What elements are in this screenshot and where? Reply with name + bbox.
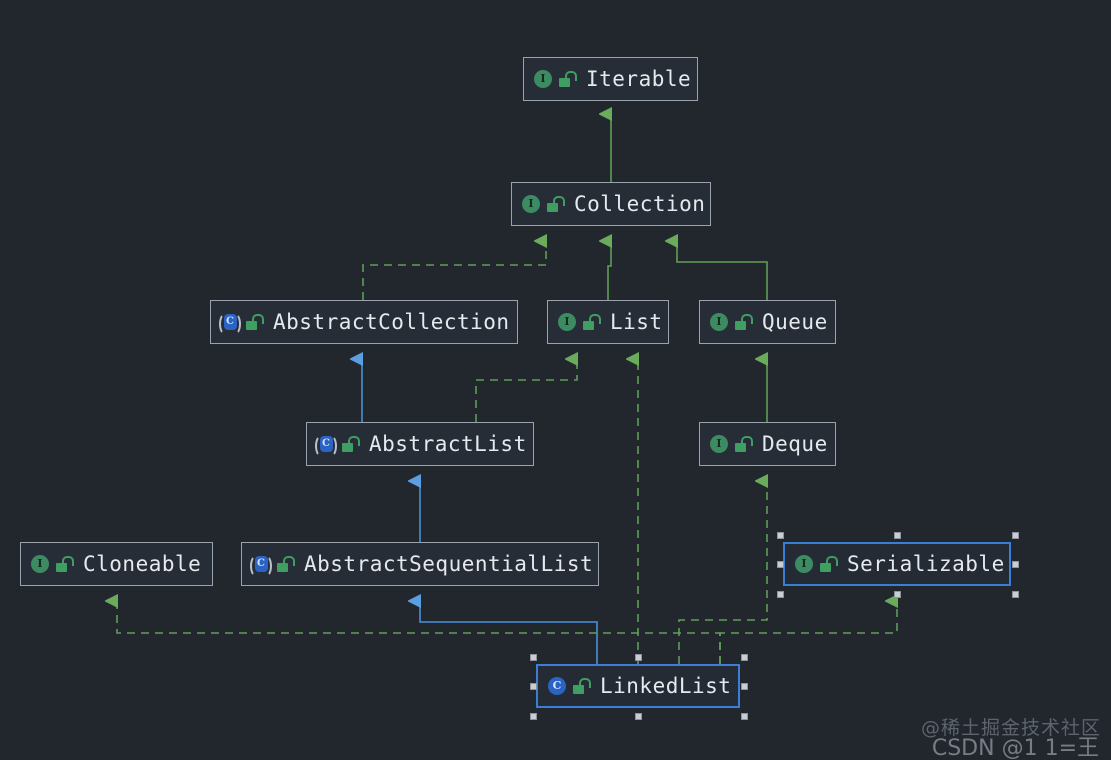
unlocked-padlock-icon [545,195,565,213]
interface-icon: I [709,312,729,332]
class-node-collection[interactable]: I Collection [511,182,711,226]
unlocked-padlock-icon [275,555,295,573]
class-node-cloneable[interactable]: I Cloneable [20,542,213,586]
abstract-class-icon: C [250,554,272,577]
selection-handle[interactable] [741,683,748,690]
class-node-label: Collection [574,192,706,216]
interface-icon: I [521,194,541,214]
class-node-label: Serializable [847,552,1005,576]
edge-abstractlist-list [475,359,577,422]
interface-icon: I [557,312,577,332]
unlocked-padlock-icon [557,70,577,88]
class-node-label: AbstractSequentialList [304,552,594,576]
selection-handle[interactable] [635,654,642,661]
edge-abstractcollection-collection [362,241,546,300]
class-node-serializable[interactable]: I Serializable [783,542,1011,586]
watermark-juejin: @稀土掘金技术社区 [920,717,1101,739]
node-icon-group: C [547,676,591,696]
node-icon-group: C [219,312,264,335]
selection-handle[interactable] [894,591,901,598]
edge-list-collection [608,241,611,300]
node-icon-group: C [250,554,295,577]
selection-handle[interactable] [530,713,537,720]
selection-handle[interactable] [741,713,748,720]
class-node-label: LinkedList [600,674,732,698]
edge-linkedlist-cloneable [117,601,721,664]
node-icon-group: I [521,194,565,214]
node-icon-group: I [794,554,838,574]
abstract-class-icon: C [315,434,337,457]
class-node-linkedlist[interactable]: C LinkedList [536,664,740,708]
class-node-label: AbstractList [369,432,527,456]
selection-handle[interactable] [777,591,784,598]
class-node-queue[interactable]: I Queue [699,300,836,344]
class-node-label: Cloneable [83,552,202,576]
unlocked-padlock-icon [733,435,753,453]
unlocked-padlock-icon [571,677,591,695]
abstract-class-icon: C [219,312,241,335]
interface-icon: I [30,554,50,574]
unlocked-padlock-icon [340,435,360,453]
unlocked-padlock-icon [244,313,264,331]
class-node-abstractsequentiallist[interactable]: C AbstractSequentialList [241,542,599,586]
selection-handle[interactable] [530,683,537,690]
node-icon-group: I [30,554,74,574]
class-node-label: Queue [762,310,828,334]
selection-handle[interactable] [741,654,748,661]
selection-handle[interactable] [1012,532,1019,539]
class-node-label: Deque [762,432,828,456]
node-icon-group: I [557,312,601,332]
class-node-abstractcollection[interactable]: C AbstractCollection [210,300,518,344]
class-node-label: AbstractCollection [273,310,510,334]
interface-icon: I [533,69,553,89]
edge-linkedlist-deque [678,481,767,664]
selection-handle[interactable] [1012,561,1019,568]
selection-handle[interactable] [777,561,784,568]
unlocked-padlock-icon [581,313,601,331]
selection-handle[interactable] [777,532,784,539]
unlocked-padlock-icon [54,555,74,573]
node-icon-group: C [315,434,360,457]
selection-handle[interactable] [530,654,537,661]
node-icon-group: I [533,69,577,89]
class-node-list[interactable]: I List [547,300,669,344]
node-icon-group: I [709,434,753,454]
selection-handle[interactable] [635,713,642,720]
interface-icon: I [709,434,729,454]
watermark-csdn: CSDN @1 1=王 [931,736,1099,760]
class-node-abstractlist[interactable]: C AbstractList [306,422,534,466]
edge-queue-collection [677,241,768,300]
class-node-iterable[interactable]: I Iterable [523,57,698,101]
unlocked-padlock-icon [733,313,753,331]
class-node-label: Iterable [586,67,692,91]
node-icon-group: I [709,312,753,332]
selection-handle[interactable] [1012,591,1019,598]
class-icon: C [547,676,567,696]
unlocked-padlock-icon [818,555,838,573]
class-node-label: List [610,310,663,334]
class-node-deque[interactable]: I Deque [699,422,836,466]
edge-linkedlist-asl [420,601,598,664]
interface-icon: I [794,554,814,574]
selection-handle[interactable] [894,532,901,539]
